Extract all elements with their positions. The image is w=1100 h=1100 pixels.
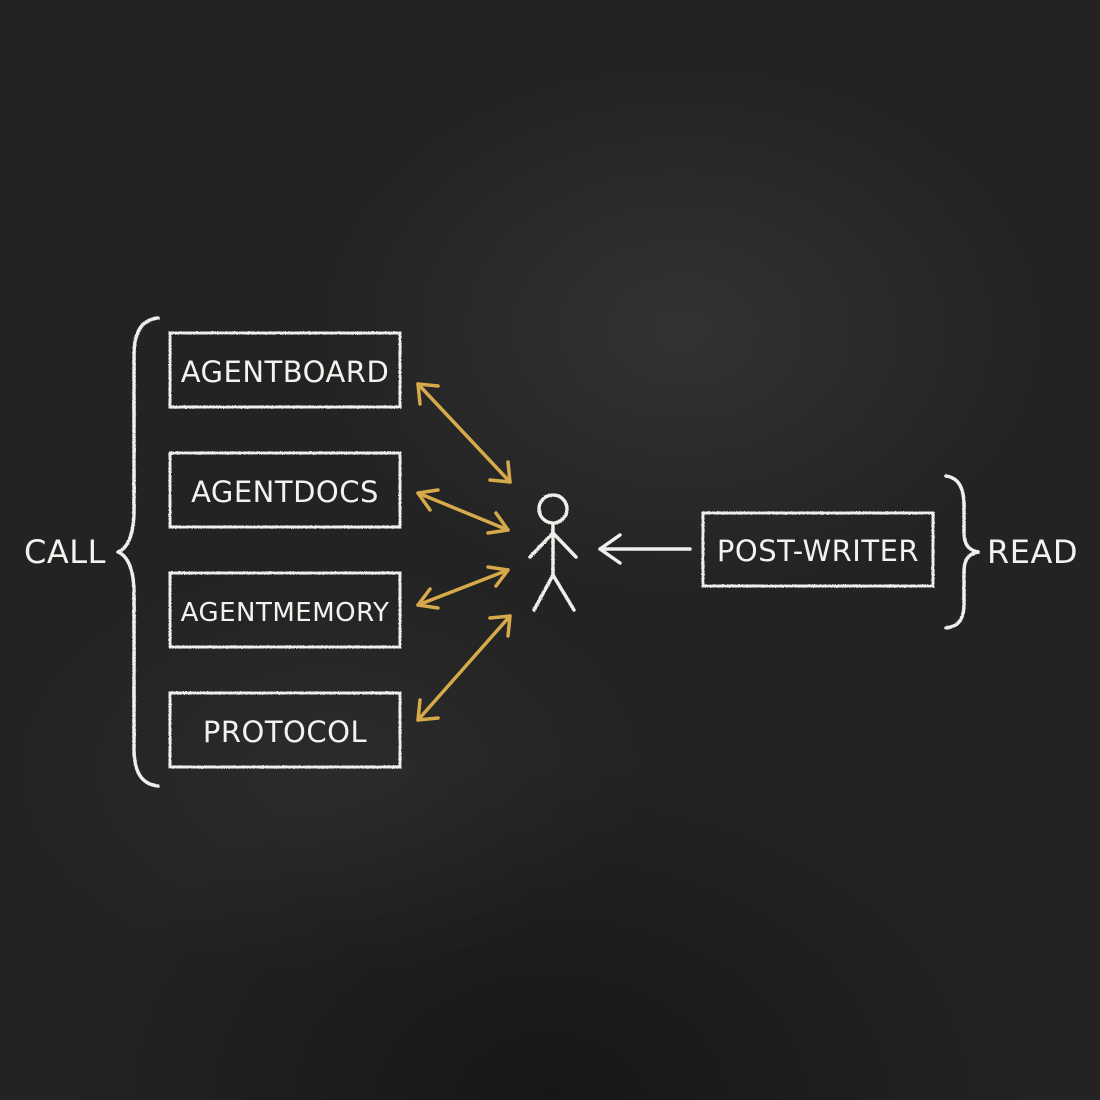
arrow-protocol-agent — [416, 614, 512, 722]
right-brace — [944, 474, 980, 630]
module-agentboard: AGENTBOARD — [168, 331, 402, 409]
left-brace — [116, 316, 160, 788]
module-box — [701, 511, 935, 588]
module-label: AGENTDOCS — [191, 475, 379, 509]
module-label: PROTOCOL — [203, 715, 367, 749]
module-label: POST-WRITER — [717, 534, 919, 568]
arrow-agentboard-agent — [416, 382, 512, 484]
arrow-agentdocs-agent — [416, 488, 510, 535]
post-writer-module: POST-WRITER — [701, 511, 935, 588]
module-box — [168, 451, 402, 529]
call-label: CALL — [24, 533, 106, 571]
module-label: AGENTBOARD — [181, 355, 390, 389]
module-box — [168, 571, 402, 649]
agent-stick-figure-icon — [528, 493, 578, 612]
module-agentmemory: AGENTMEMORY — [168, 571, 402, 649]
module-box — [168, 331, 402, 409]
module-agentdocs: AGENTDOCS — [168, 451, 402, 529]
read-label: READ — [987, 533, 1078, 571]
arrow-writer-agent — [598, 533, 692, 565]
module-label: AGENTMEMORY — [181, 598, 390, 628]
module-protocol: PROTOCOL — [168, 691, 402, 769]
arrow-agentmemory-agent — [416, 565, 510, 610]
module-box — [168, 691, 402, 769]
